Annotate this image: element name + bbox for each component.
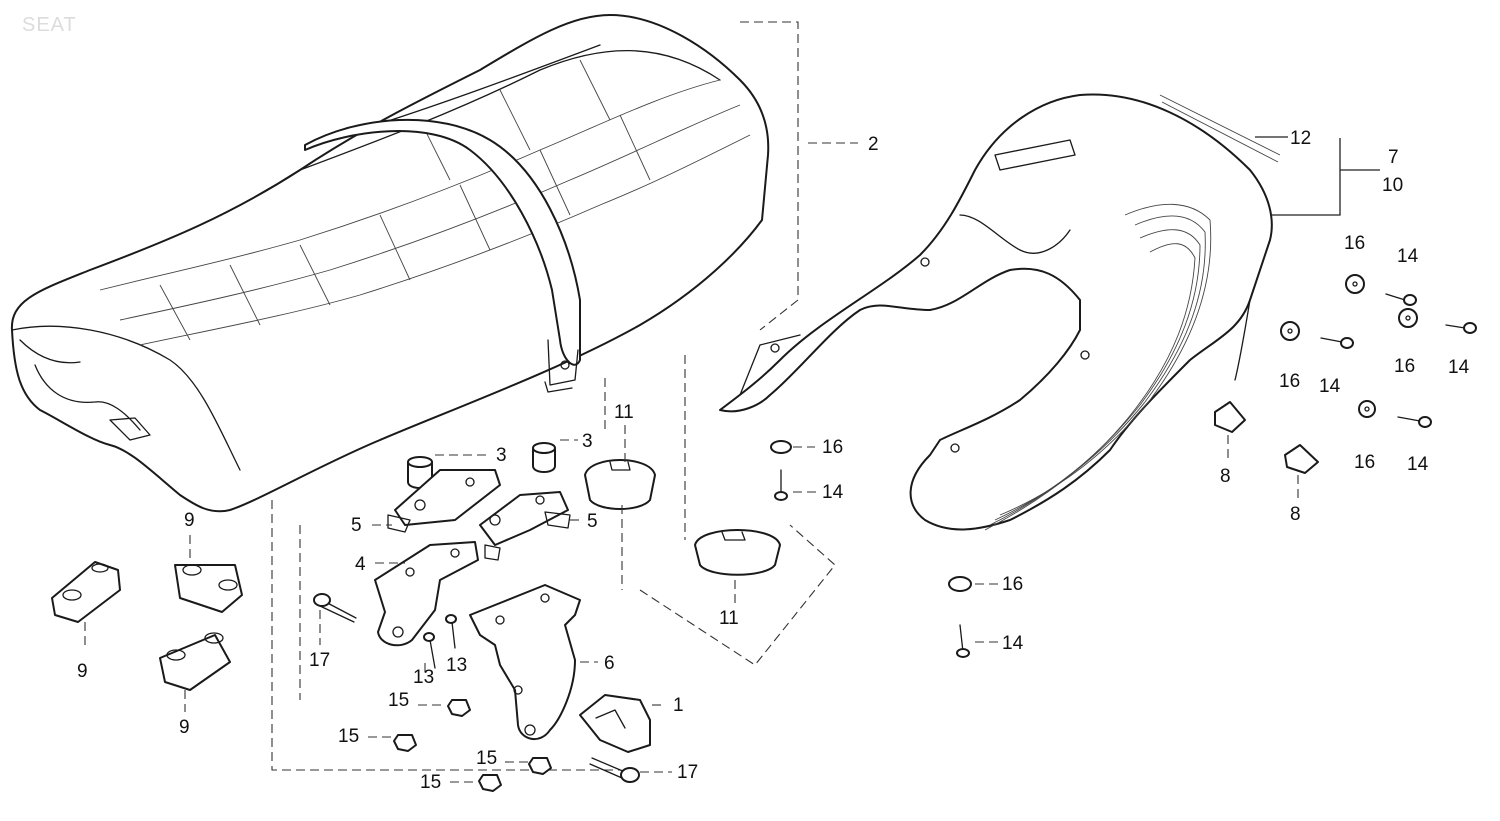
callout-14: 14 — [822, 482, 844, 503]
callout-14: 14 — [1448, 357, 1470, 378]
callout-15: 15 — [476, 748, 497, 769]
callout-11: 11 — [719, 608, 739, 629]
callout-14: 14 — [1002, 633, 1024, 654]
callout-9: 9 — [77, 661, 88, 682]
seat-stay-plate-right — [479, 491, 571, 561]
callout-16: 16 — [1279, 371, 1300, 392]
callout-15: 15 — [338, 726, 359, 747]
seat-assembly — [10, 14, 770, 513]
seat-rubber-b — [174, 564, 243, 613]
fasteners — [313, 274, 1477, 792]
callout-labels: 1 2 3 3 4 5 5 6 7 8 8 9 9 9 10 11 11 12 … — [77, 128, 1470, 793]
callout-12: 12 — [1290, 128, 1311, 149]
callout-13: 13 — [446, 655, 467, 676]
callout-8: 8 — [1220, 466, 1231, 487]
callout-17: 17 — [677, 762, 698, 783]
callout-14: 14 — [1407, 454, 1429, 475]
callout-7: 7 — [1388, 147, 1399, 168]
callout-16: 16 — [1002, 574, 1023, 595]
callout-11: 11 — [614, 402, 634, 423]
cowl-clip-b — [1284, 444, 1319, 474]
leader-lines — [84, 136, 1380, 783]
seat-body — [10, 14, 770, 513]
callout-14: 14 — [1319, 376, 1341, 397]
rubber-mount-lower — [694, 529, 781, 576]
seat-strap — [304, 118, 581, 366]
callout-9: 9 — [179, 717, 190, 738]
callout-9: 9 — [184, 510, 195, 531]
rear-cowl-body — [719, 93, 1273, 531]
callout-3: 3 — [582, 431, 593, 452]
callout-16: 16 — [1354, 452, 1375, 473]
callout-6: 6 — [604, 653, 615, 674]
callout-2: 2 — [868, 134, 879, 155]
rubber-mount-upper — [584, 459, 656, 510]
callout-16: 16 — [822, 437, 843, 458]
callout-3: 3 — [496, 445, 507, 466]
callout-10: 10 — [1382, 175, 1403, 196]
callout-5: 5 — [351, 515, 362, 536]
assembly-dashed-lines — [271, 21, 836, 771]
callout-5: 5 — [587, 511, 598, 532]
callout-16: 16 — [1394, 356, 1415, 377]
cowl-clip-a — [1214, 401, 1246, 433]
callout-4: 4 — [355, 554, 366, 575]
seat-rubber-a — [51, 561, 121, 623]
seat-lock — [579, 694, 651, 753]
callout-15: 15 — [388, 690, 409, 711]
callout-15: 15 — [420, 772, 441, 793]
cushion-rubber-right — [532, 442, 556, 473]
seat-rubber-c — [159, 632, 231, 691]
callout-1: 1 — [673, 695, 684, 716]
callout-16: 16 — [1344, 233, 1365, 254]
callout-8: 8 — [1290, 504, 1301, 525]
callout-14: 14 — [1397, 246, 1419, 267]
seat-lock-bracket — [469, 584, 581, 740]
page-title: SEAT — [22, 14, 77, 36]
callout-17: 17 — [309, 650, 330, 671]
seat-stay-plate-left — [387, 469, 501, 533]
callout-13: 13 — [413, 667, 434, 688]
seat-bracket — [374, 541, 479, 647]
rear-cowl-assembly — [719, 93, 1281, 531]
